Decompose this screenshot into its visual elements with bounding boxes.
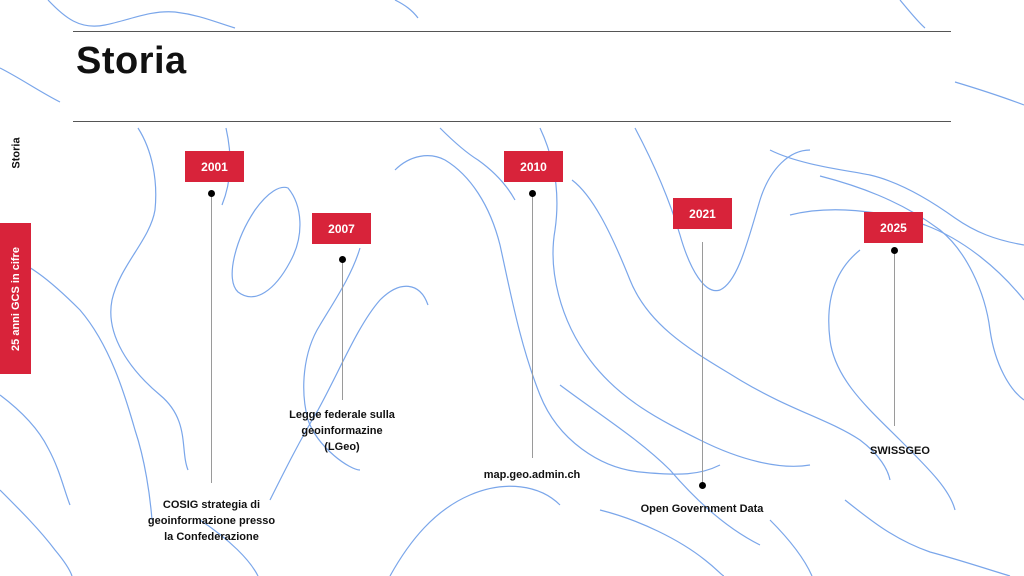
year-badge-2010: 2010: [504, 151, 563, 182]
milestone-label-2010: map.geo.admin.ch: [483, 469, 581, 481]
timeline-stem: [342, 259, 343, 400]
page-title: Storia: [76, 40, 187, 82]
timeline-stem: [894, 254, 895, 426]
timeline-dot: [208, 190, 215, 197]
year-badge-2025: 2025: [864, 212, 923, 243]
milestone-label-2001: COSIG strategia di geoinformazione press…: [147, 499, 276, 543]
side-tab-label: 25 anni GCS in cifre: [9, 246, 22, 351]
year-badge-2021: 2021: [673, 198, 732, 229]
timeline-stem: [211, 193, 212, 483]
timeline-dot: [339, 256, 346, 263]
year-badge-2001: 2001: [185, 151, 244, 182]
milestone-label-2025: SWISSGEO: [870, 445, 930, 457]
milestone-label-2007: Legge federale sulla geoinformazine (LGe…: [289, 409, 395, 453]
year-badge-2007: 2007: [312, 213, 371, 244]
side-section-text: Storia: [11, 137, 23, 169]
header-divider: [73, 121, 951, 122]
milestone-label-2021: Open Government Data: [640, 503, 764, 515]
top-divider: [73, 31, 951, 32]
timeline-stem: [702, 242, 703, 486]
side-section-label: Storia: [5, 133, 29, 173]
timeline-stem: [532, 193, 533, 458]
timeline-dot: [699, 482, 706, 489]
timeline-dot: [891, 247, 898, 254]
side-tab-25-anni[interactable]: 25 anni GCS in cifre: [0, 223, 31, 374]
timeline-dot: [529, 190, 536, 197]
